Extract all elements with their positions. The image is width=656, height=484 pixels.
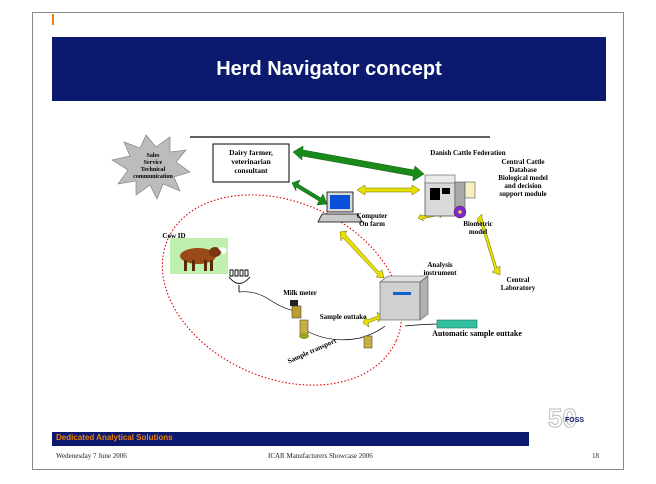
herd-navigator-diagram	[111, 134, 501, 386]
farmer-box	[212, 143, 290, 183]
yellow-double-arrow-icon	[339, 184, 501, 328]
footer-tagline: Dedicated Analytical Solutions	[56, 433, 173, 442]
milking-claw-icon	[228, 269, 251, 292]
sales-starburst-icon	[111, 134, 191, 200]
slide-title: Herd Navigator concept	[216, 57, 442, 80]
database-book-icon	[464, 181, 476, 199]
cow-id-label: Cow ID	[162, 232, 186, 240]
footer-bar: Dedicated Analytical Solutions	[52, 432, 529, 446]
sales-label: Sales Service Technical communication	[133, 153, 173, 180]
farm-boundary	[161, 194, 403, 386]
logo-fifty: 50	[548, 405, 577, 431]
auto-outtake-label: Automatic sample outtake	[432, 329, 522, 338]
milk-tube	[238, 291, 301, 313]
sample-tube	[304, 325, 386, 341]
central-db-label: Central Cattle Database Biological model…	[498, 158, 548, 198]
analysis-label: Analysis instrument	[423, 261, 457, 277]
sample-outtake-icon	[299, 319, 373, 349]
analysis-instrument-icon	[379, 275, 429, 321]
milk-meter-icon	[290, 300, 302, 319]
sample-outtake-label: Sample outtake	[319, 313, 367, 321]
title-bar: Herd Navigator concept	[52, 37, 606, 101]
accent-mark	[52, 14, 54, 25]
cd-icon	[453, 205, 467, 219]
biometric-label: Biometric model	[463, 220, 493, 236]
central-lab-label: Central Laboratory	[500, 276, 536, 292]
auto-sample-device	[436, 319, 478, 329]
footer-date: Wedenesday 7 June 2006	[56, 452, 127, 460]
footer-event: ICAR Manufacturers Showcase 2006	[268, 452, 373, 460]
cow-image	[170, 238, 228, 274]
farmer-label: Dairy farmer, veterinarian consultant	[229, 148, 273, 175]
footer-page-number: 18	[592, 452, 599, 460]
milk-meter-label: Milk meter	[283, 289, 317, 297]
server-icon	[424, 174, 466, 217]
foss-50-logo: 50 FOSS	[548, 405, 584, 431]
federation-label: Danish Cattle Federation	[430, 149, 506, 157]
computer-icon	[317, 191, 363, 223]
logo-foss: FOSS	[565, 417, 584, 424]
computer-label: Computer On farm	[356, 212, 388, 228]
